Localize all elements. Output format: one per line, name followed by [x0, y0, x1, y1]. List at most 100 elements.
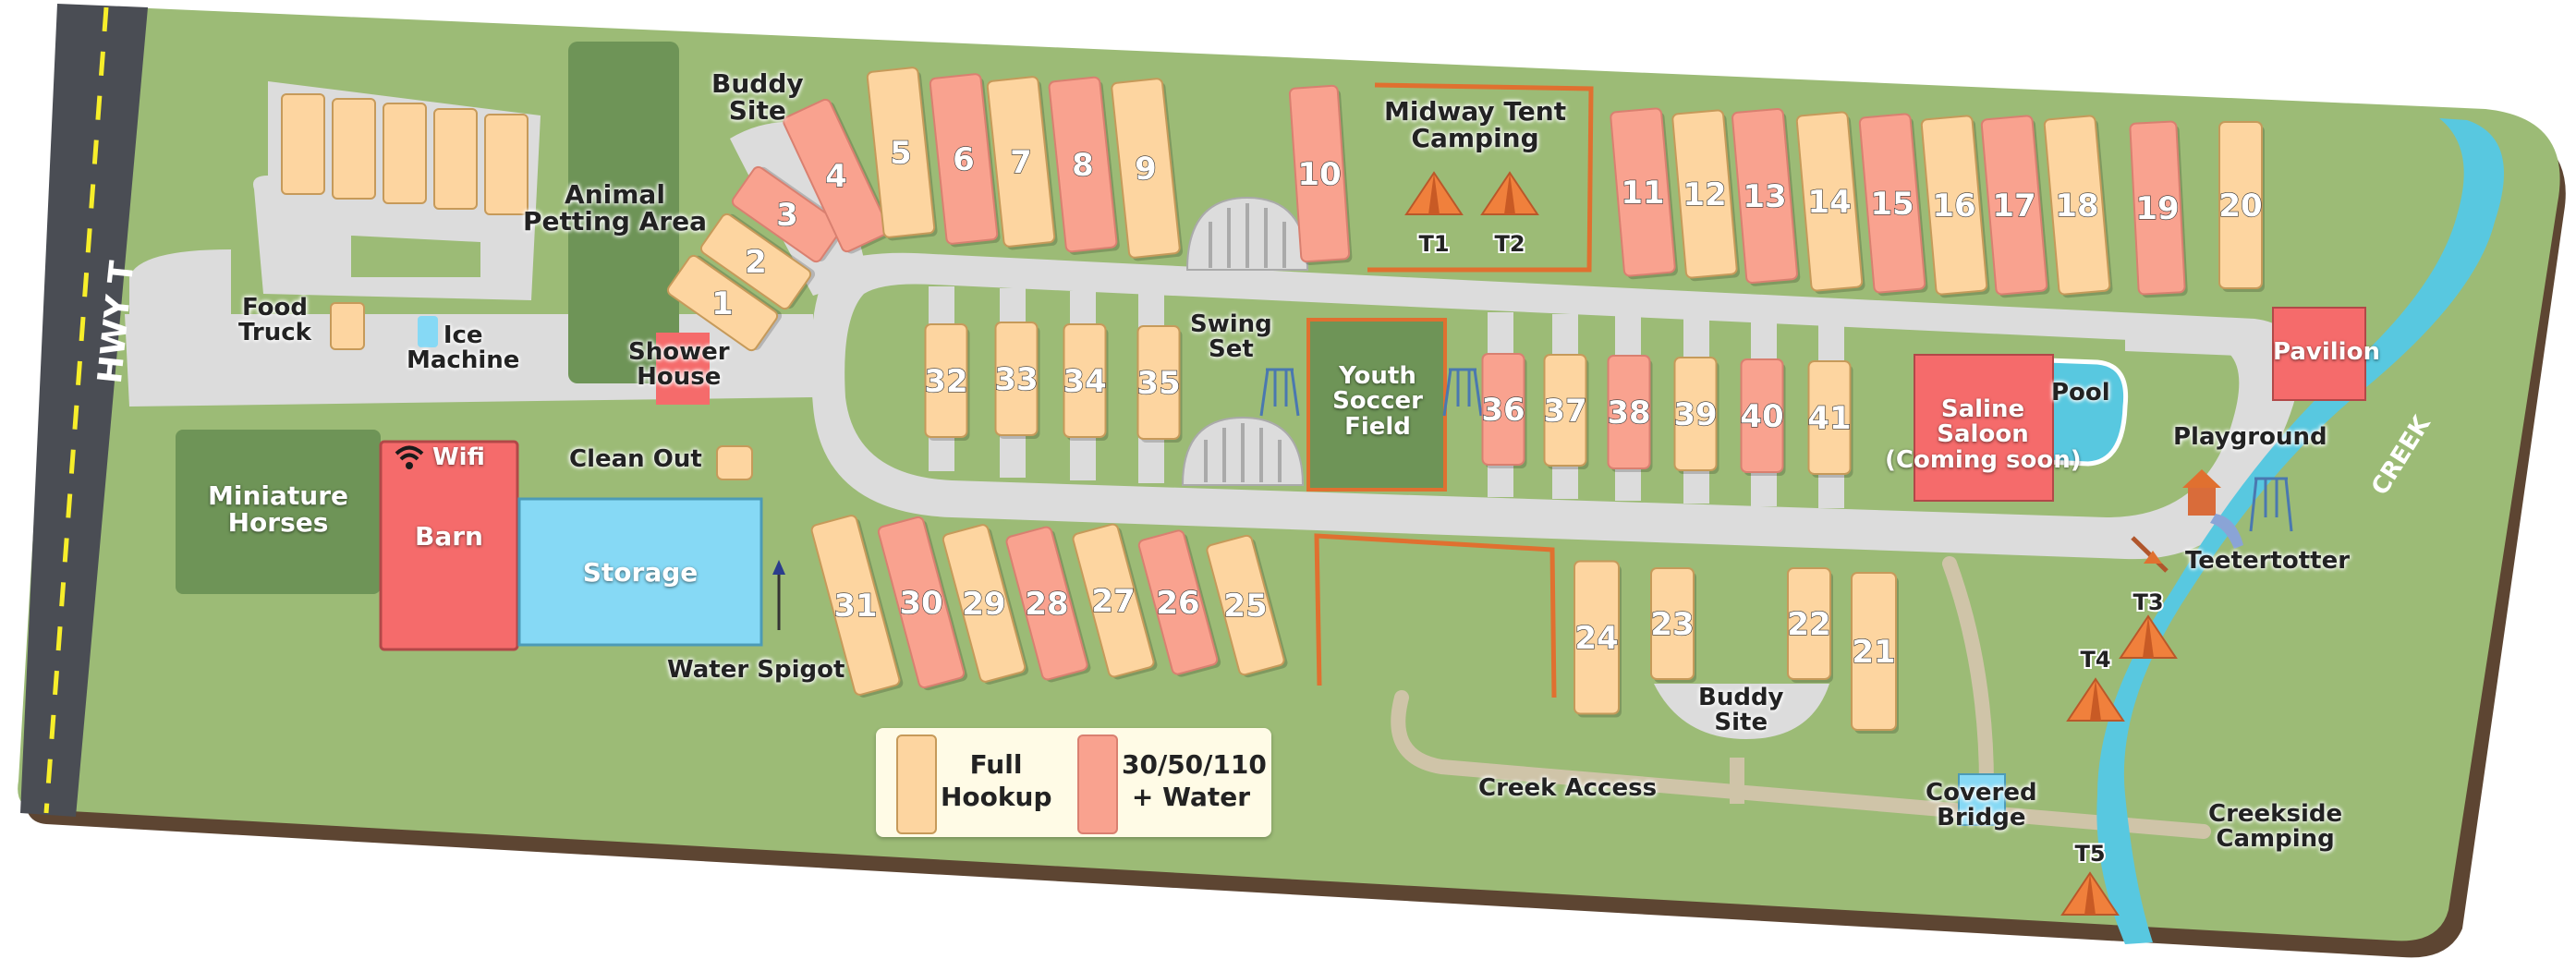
clean-out-label: Clean Out [569, 445, 702, 473]
campsite-11[interactable]: 11 [1610, 107, 1679, 280]
buddy-site-bottom-label: Buddy Site [1698, 684, 1784, 737]
campsite-8[interactable]: 8 [1048, 76, 1120, 256]
saline-saloon [1914, 354, 2054, 502]
campsite-number: 6 [953, 141, 975, 178]
highway [20, 4, 148, 817]
storage-building [517, 497, 763, 647]
campsite-37[interactable]: 37 [1543, 354, 1589, 469]
barn-label: Barn [415, 521, 483, 552]
campsite-number: 9 [1135, 151, 1157, 188]
pool-label: Pool [2051, 379, 2110, 407]
campsite-15[interactable]: 15 [1858, 113, 1928, 297]
campsite-pad [666, 254, 779, 352]
campsite-25[interactable]: 25 [1203, 534, 1289, 680]
wifi-label: Wifi [432, 443, 485, 471]
campsite-number: 35 [1136, 365, 1180, 402]
miniature-horses-label: Miniature Horses [207, 480, 348, 539]
campsite-10[interactable]: 10 [1288, 84, 1353, 265]
buddy-site-bottom-pad [1654, 684, 1829, 739]
campsite-39[interactable]: 39 [1673, 357, 1719, 474]
campsite-pad [1851, 572, 1897, 731]
campsite-number: 24 [1574, 620, 1618, 657]
pavilion-road [2125, 319, 2310, 358]
tent-site-t2[interactable]: T2 [1480, 171, 1539, 259]
campsite-23[interactable]: 23 [1650, 567, 1696, 683]
campsite-40[interactable]: 40 [1740, 358, 1786, 476]
campsite-17[interactable]: 17 [1980, 115, 2050, 298]
campsite-18[interactable]: 18 [2043, 115, 2113, 298]
campsite-19[interactable]: 19 [2129, 120, 2188, 298]
campsite-pad [1740, 358, 1784, 473]
campsite-9[interactable]: 9 [1111, 78, 1184, 261]
campsite-pad [1795, 111, 1864, 292]
campsite-pad [1807, 360, 1852, 475]
campsite-27[interactable]: 27 [1069, 522, 1159, 682]
campsite-pad [1136, 325, 1181, 440]
campsite-21[interactable]: 21 [1851, 572, 1899, 734]
campsite-number: 1 [711, 285, 734, 322]
campsite-pad [1206, 534, 1285, 676]
campsite-number: 21 [1852, 634, 1895, 671]
campsite-pad [1481, 353, 1525, 466]
campsite-4[interactable]: 4 [782, 97, 894, 257]
campsite-number: 25 [1223, 588, 1267, 625]
campsite-14[interactable]: 14 [1795, 111, 1865, 295]
campsite-pad [1288, 84, 1351, 263]
campsite-pad [699, 212, 812, 310]
campsite-pad [1111, 78, 1181, 259]
campsite-35[interactable]: 35 [1136, 325, 1183, 443]
creek-access-label: Creek Access [1478, 774, 1658, 802]
campsite-number: 34 [1063, 363, 1106, 400]
shower-house [656, 333, 710, 405]
campsite-number: 14 [1807, 184, 1851, 221]
campsite-pad [877, 516, 966, 689]
covered-bridge [1958, 773, 2006, 826]
lower-tent-outline [1314, 533, 1557, 698]
campsite-pad [994, 322, 1039, 436]
campsite-28[interactable]: 28 [1002, 525, 1092, 685]
water-spigot-flag [772, 560, 785, 575]
campsite-3[interactable]: 3 [731, 163, 849, 266]
campsite-pad [783, 98, 890, 253]
campsite-38[interactable]: 38 [1607, 355, 1653, 472]
campsite-2[interactable]: 2 [699, 210, 818, 313]
campsite-number: 37 [1543, 393, 1586, 430]
campsite-31[interactable]: 31 [808, 514, 905, 700]
campsite-12[interactable]: 12 [1671, 109, 1741, 282]
campsite-number: 30 [899, 585, 942, 622]
campsite-29[interactable]: 29 [939, 523, 1029, 687]
youth-soccer-label: Youth Soccer Field [1332, 362, 1423, 441]
tent-site-t1[interactable]: T1 [1404, 171, 1464, 259]
campsite-5[interactable]: 5 [866, 67, 938, 241]
campsite-7[interactable]: 7 [986, 76, 1058, 250]
tent-label: T2 [1494, 231, 1525, 257]
tent-site-t4[interactable]: T4 [2066, 645, 2125, 722]
campsite-26[interactable]: 26 [1135, 528, 1221, 679]
campsite-number: 32 [924, 363, 967, 400]
campsite-34[interactable]: 34 [1063, 323, 1109, 441]
campsite-24[interactable]: 24 [1574, 560, 1622, 718]
campsite-1[interactable]: 1 [666, 251, 784, 355]
campsite-20[interactable]: 20 [2218, 121, 2265, 292]
campsite-30[interactable]: 30 [874, 516, 968, 693]
water-spigot-label: Water Spigot [667, 656, 845, 684]
teetertotter-label: Teetertotter [2185, 547, 2351, 575]
campsite-6[interactable]: 6 [929, 73, 1001, 248]
tent-door-icon [2090, 679, 2101, 721]
campsite-33[interactable]: 33 [994, 322, 1040, 439]
wifi-icon [394, 442, 425, 473]
campsite-22[interactable]: 22 [1787, 567, 1833, 683]
food-truck [330, 302, 365, 350]
campsite-pad [1980, 115, 2048, 296]
campsite-41[interactable]: 41 [1807, 360, 1853, 478]
tent-site-t3[interactable]: T3 [2119, 588, 2178, 659]
legend: Full Hookup 30/50/110 + Water [876, 728, 1271, 837]
campsite-13[interactable]: 13 [1732, 107, 1801, 286]
campsite-36[interactable]: 36 [1481, 353, 1527, 468]
campsite-number: 38 [1607, 395, 1650, 431]
campsite-pad [1732, 107, 1798, 285]
barn [379, 440, 519, 651]
campsite-16[interactable]: 16 [1920, 115, 1990, 298]
tent-site-t5[interactable]: T5 [2060, 839, 2120, 916]
campsite-32[interactable]: 32 [924, 323, 970, 441]
